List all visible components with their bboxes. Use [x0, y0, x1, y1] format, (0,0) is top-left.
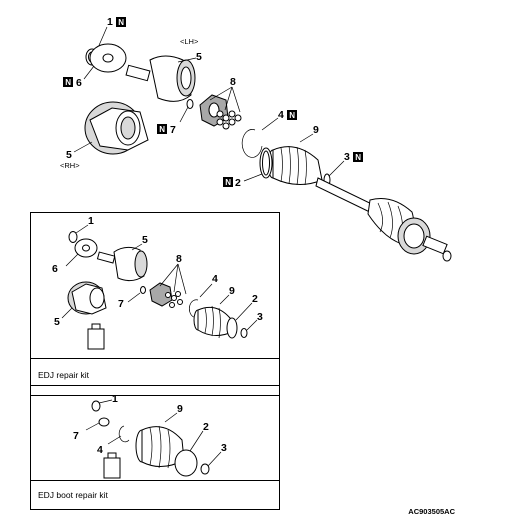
snap-ring-part-4: [241, 129, 263, 158]
boot-kit-callout-4: 4: [97, 444, 103, 456]
svg-text:N: N: [65, 78, 71, 87]
kit-callout-7: 7: [118, 298, 124, 310]
callout-1: 1: [107, 16, 113, 28]
callout-9: 9: [313, 124, 319, 136]
boot-kit-snap-ring-part-4: [118, 425, 130, 443]
edj-boot-repair-kit-label: EDJ boot repair kit: [38, 490, 109, 500]
edj-boot-repair-kit-panel: 1 7 4 9 2 3 EDJ boot repa: [30, 385, 280, 510]
boot-kit-boot-part-9: [135, 425, 185, 469]
callout-2: 2: [235, 177, 241, 189]
new-part-mark-1: N: [116, 17, 126, 27]
callout-5-lh: 5: [196, 51, 202, 63]
svg-text:N: N: [159, 125, 165, 134]
kit-callout-2: 2: [252, 293, 258, 305]
washer-part-6: [89, 43, 127, 73]
kit-callout-5b: 5: [54, 316, 60, 328]
kit-grease-tube: [87, 323, 105, 350]
kit-callout-6: 6: [52, 263, 58, 275]
new-part-mark-2: N: [223, 177, 233, 187]
svg-text:N: N: [225, 178, 231, 187]
svg-text:N: N: [118, 18, 124, 27]
boot-kit-boot-band-part-2: [174, 449, 198, 477]
callout-5-rh: 5: [66, 149, 72, 161]
new-part-mark-3: N: [353, 152, 363, 162]
boot-kit-boot-band-part-3: [200, 463, 210, 475]
boot-kit-grease-tube: [103, 452, 121, 479]
kit-callout-9: 9: [229, 285, 235, 297]
boot-part-9: [267, 145, 323, 186]
callout-8: 8: [230, 76, 236, 88]
kit-outer-race-rh-part-5: [67, 281, 107, 315]
kit-callout-1: 1: [88, 215, 94, 227]
boot-kit-circlip-part-7: [98, 417, 110, 427]
kit-cage-balls-part-8: [149, 282, 183, 308]
outer-race-lh-part-5: [125, 55, 196, 102]
kit-callout-3: 3: [257, 311, 263, 323]
boot-kit-callout-1: 1: [112, 393, 118, 405]
callout-3: 3: [344, 151, 350, 163]
edj-repair-kit-label: EDJ repair kit: [38, 370, 90, 380]
circlip-part-7: [186, 99, 194, 109]
main-assembly: 1 N N 6 5 <LH>: [60, 16, 452, 262]
outer-race-rh-part-5: [84, 101, 149, 155]
callout-4: 4: [278, 109, 284, 121]
inner-race-cage-balls-part-8: [199, 94, 242, 130]
boot-kit-callout-7: 7: [73, 430, 79, 442]
boot-kit-callout-3: 3: [221, 442, 227, 454]
kit-snap-ring-part-1: [68, 231, 78, 243]
kit-circlip-part-7: [140, 286, 146, 294]
boot-band-part-2: [259, 147, 273, 179]
figure-code: AC903505AC: [408, 507, 455, 516]
kit-washer-part-6: [74, 238, 98, 258]
kit-boot-band-part-3: [240, 328, 248, 338]
kit-callout-4: 4: [212, 273, 218, 285]
svg-text:N: N: [355, 153, 361, 162]
kit-outer-race-part-5: [96, 246, 148, 282]
edj-repair-kit-panel: 1 6 5 8 7: [30, 212, 280, 396]
kit-boot-part-9: [193, 305, 233, 339]
boot-kit-callout-2: 2: [203, 421, 209, 433]
new-part-mark-4: N: [287, 110, 297, 120]
boot-kit-snap-ring-part-1: [91, 400, 101, 412]
new-part-mark-7: N: [157, 124, 167, 134]
side-label-lh: <LH>: [180, 37, 199, 46]
side-label-rh: <RH>: [60, 161, 80, 170]
boot-kit-callout-9: 9: [177, 403, 183, 415]
new-part-mark-6: N: [63, 77, 73, 87]
svg-text:N: N: [289, 111, 295, 120]
callout-6: 6: [76, 77, 82, 89]
kit-callout-8: 8: [176, 253, 182, 265]
kit-boot-band-part-2: [226, 317, 238, 339]
drive-shaft: [315, 177, 452, 262]
kit-callout-5: 5: [142, 234, 148, 246]
callout-7: 7: [170, 124, 176, 136]
